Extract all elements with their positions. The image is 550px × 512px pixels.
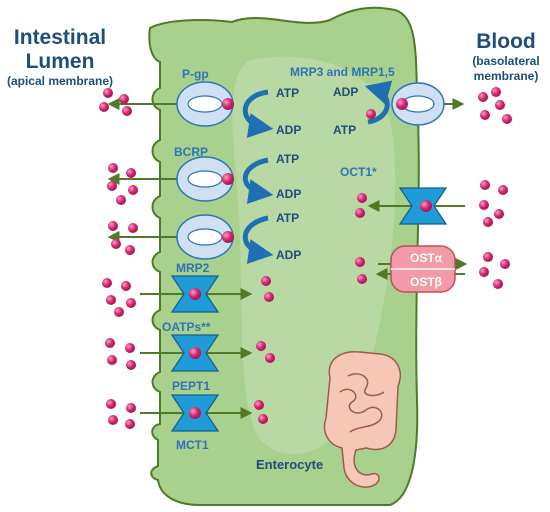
label-mrp3: MRP3 and MRP1,5 — [290, 65, 395, 79]
pept1-channel — [140, 334, 253, 372]
label-mct1: MCT1 — [176, 438, 209, 452]
molecules — [99, 87, 512, 429]
label-adp-mrp3: ADP — [333, 85, 358, 99]
atp-cycle-mrp2 — [242, 215, 274, 264]
mrp3-pump — [364, 80, 465, 126]
label-ost-alpha: OSTα — [410, 251, 443, 265]
ost-channel — [375, 245, 468, 293]
oatps-channel — [140, 275, 253, 313]
label-adp-pgp: ADP — [276, 123, 301, 137]
pgp-pump — [107, 81, 234, 127]
blood-title: Blood (basolateral membrane) — [462, 30, 550, 84]
label-mrp2: MRP2 — [176, 261, 210, 275]
label-adp-mrp2: ADP — [276, 248, 301, 262]
intestine-illustration — [323, 351, 401, 488]
lumen-title: Intestinal Lumen (apical membrane) — [0, 26, 120, 89]
label-ost-beta: OSTβ — [410, 275, 442, 289]
atp-cycle-bcrp — [242, 157, 274, 204]
label-atp-bcrp: ATP — [276, 152, 299, 166]
mct1-channel — [140, 394, 253, 432]
label-atp-pgp: ATP — [276, 86, 299, 100]
label-oatps: OATPs** — [162, 320, 211, 334]
label-pgp: P-gp — [182, 67, 209, 81]
blood-title-main: Blood — [476, 30, 536, 53]
label-bcrp: BCRP — [174, 145, 208, 159]
oct1-channel — [367, 187, 465, 225]
atp-cycle-pgp — [242, 89, 274, 138]
label-oct1: OCT1* — [340, 165, 377, 179]
label-pept1: PEPT1 — [172, 379, 210, 393]
lumen-title-main: Intestinal Lumen — [13, 26, 107, 73]
label-adp-bcrp: ADP — [276, 187, 301, 201]
mrp2-pump — [107, 214, 234, 260]
label-atp-mrp3: ATP — [333, 123, 356, 137]
label-enterocyte: Enterocyte — [256, 457, 323, 472]
lumen-title-sub: (apical membrane) — [6, 74, 114, 88]
label-atp-mrp2: ATP — [276, 211, 299, 225]
blood-title-sub: (basolateral membrane) — [472, 54, 540, 83]
bcrp-pump — [107, 156, 234, 202]
